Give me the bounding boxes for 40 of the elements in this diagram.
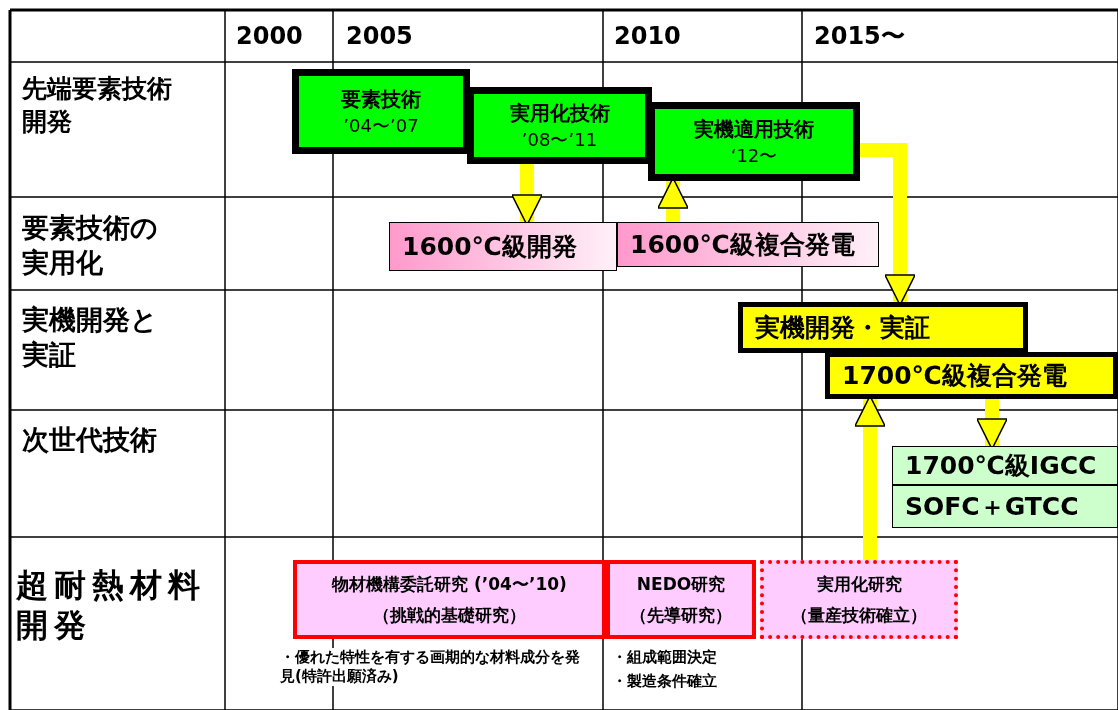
node-title: 実用化技術 <box>509 99 610 127</box>
column-header: 2000 <box>236 21 304 52</box>
node-title: 1700℃級複合発電 <box>842 360 1067 392</box>
process-box <box>617 222 879 267</box>
process-box <box>892 485 1118 528</box>
row-header: 要素技術の実用化 <box>22 211 159 280</box>
row-header: 超耐熱材料開発 <box>16 565 207 645</box>
node-title: 1700℃級IGCC <box>905 450 1097 482</box>
node-title: 要素技術 <box>341 85 421 113</box>
node-subtitle: ’04〜’07 <box>343 113 419 138</box>
node-subtitle: ’08〜’11 <box>521 127 598 152</box>
process-box <box>292 69 470 154</box>
node-title: 物材機構委託研究 (’04〜’10) <box>332 572 567 596</box>
node-title: 実機適用技術 <box>694 115 814 143</box>
node-title: 1600℃級開発 <box>402 231 577 263</box>
node-title: 1600℃級複合発電 <box>630 229 855 261</box>
research-box <box>760 560 958 639</box>
process-box <box>892 446 1118 485</box>
research-box <box>606 560 756 639</box>
process-box <box>648 102 860 181</box>
node-title: SOFC＋GTCC <box>905 491 1079 523</box>
note-text: ・優れた特性を有する画期的な材料成分を発見(特許出願済み) <box>280 648 580 686</box>
column-header: 2015〜 <box>814 21 906 52</box>
process-box <box>389 222 617 271</box>
node-title: NEDO研究 <box>636 572 726 596</box>
process-box <box>738 302 1028 353</box>
row-header: 先端要素技術開発 <box>22 73 173 138</box>
node-title: 実機開発・実証 <box>755 312 930 344</box>
column-header: 2010 <box>614 21 682 52</box>
process-box <box>825 352 1118 399</box>
node-subtitle: （先導研究） <box>630 603 732 627</box>
process-box <box>467 87 652 164</box>
research-box <box>293 560 606 639</box>
node-title: 実用化研究 <box>816 572 902 596</box>
node-subtitle: （挑戦的基礎研究） <box>373 603 526 627</box>
node-subtitle: ‘12〜 <box>730 143 778 168</box>
row-header: 実機開発と実証 <box>22 303 159 372</box>
column-header: 2005 <box>346 21 414 52</box>
node-subtitle: （量産技術確立） <box>791 603 927 627</box>
row-header: 次世代技術 <box>22 423 158 457</box>
